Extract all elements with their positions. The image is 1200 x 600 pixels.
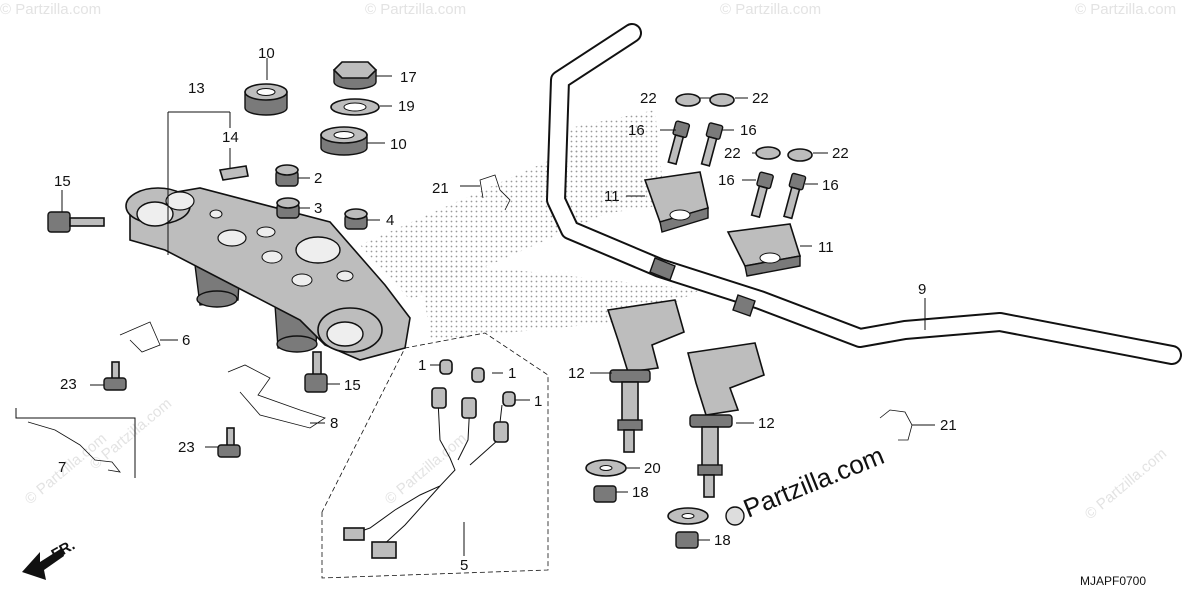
cable-clamp-upper xyxy=(479,174,511,211)
callout-21: 21 xyxy=(940,417,957,434)
washer-nut-group xyxy=(585,459,745,549)
callout-16: 16 xyxy=(740,122,757,139)
watermark: © Partzilla.com xyxy=(1075,1,1176,18)
site-stamp: Partzilla.com xyxy=(739,440,888,524)
bolt-lower xyxy=(304,351,328,393)
bolt-23-group xyxy=(103,361,241,458)
callout-9: 9 xyxy=(918,281,926,298)
leader-lines xyxy=(15,58,935,556)
diagram-code: MJAPF0700 xyxy=(1080,574,1146,588)
upper-nut-stack xyxy=(244,61,380,156)
bolt-left xyxy=(47,211,105,233)
cable-clamp-lower xyxy=(879,409,913,441)
callout-7: 7 xyxy=(58,459,66,476)
watermark: © Partzilla.com xyxy=(382,430,470,508)
callout-15: 15 xyxy=(344,377,361,394)
callout-2: 2 xyxy=(314,170,322,187)
callout-14: 14 xyxy=(222,129,239,146)
callout-23: 23 xyxy=(60,376,77,393)
watermark: © Partzilla.com xyxy=(1082,445,1170,523)
top-bridge xyxy=(125,187,411,361)
callout-21: 21 xyxy=(432,180,449,197)
callout-11: 11 xyxy=(818,239,834,256)
callout-1: 1 xyxy=(508,365,516,382)
callout-22: 22 xyxy=(832,145,849,162)
small-grommets xyxy=(218,164,368,230)
callout-22: 22 xyxy=(640,90,657,107)
callout-12: 12 xyxy=(758,415,775,432)
callout-16: 16 xyxy=(628,122,645,139)
watermark: © Partzilla.com xyxy=(365,1,466,18)
callout-1: 1 xyxy=(534,393,542,410)
watermark: © Partzilla.com xyxy=(720,1,821,18)
callout-labels: 10 17 19 10 13 14 2 3 4 15 15 6 8 23 23 … xyxy=(54,45,957,574)
callout-1: 1 xyxy=(418,357,426,374)
upper-holder-11b xyxy=(726,223,802,277)
riser-right xyxy=(686,342,765,498)
watermark-group: © Partzilla.com © Partzilla.com © Partzi… xyxy=(0,1,1176,523)
bolts-16 xyxy=(667,120,807,220)
riser-left xyxy=(606,299,685,453)
callout-22: 22 xyxy=(724,145,741,162)
callout-10: 10 xyxy=(258,45,275,62)
upper-holder-11a xyxy=(643,171,709,233)
callout-10: 10 xyxy=(390,136,407,153)
callout-4: 4 xyxy=(386,212,394,229)
callout-6: 6 xyxy=(182,332,190,349)
callout-20: 20 xyxy=(644,460,661,477)
wire-clips xyxy=(27,321,326,473)
callout-11: 11 xyxy=(604,188,620,205)
callout-22: 22 xyxy=(752,90,769,107)
callout-17: 17 xyxy=(400,69,417,86)
callout-19: 19 xyxy=(398,98,415,115)
callout-13: 13 xyxy=(188,80,205,97)
callout-12: 12 xyxy=(568,365,585,382)
callout-5: 5 xyxy=(460,557,468,574)
caps-22 xyxy=(675,93,813,162)
harness-box xyxy=(321,332,549,579)
callout-8: 8 xyxy=(330,415,338,432)
callout-18: 18 xyxy=(714,532,731,549)
watermark: © Partzilla.com xyxy=(0,1,101,18)
front-arrow: FR. xyxy=(22,537,78,580)
callout-16: 16 xyxy=(822,177,839,194)
callout-3: 3 xyxy=(314,200,322,217)
handlebar xyxy=(546,23,1182,365)
callout-18: 18 xyxy=(632,484,649,501)
callout-16: 16 xyxy=(718,172,735,189)
callout-23: 23 xyxy=(178,439,195,456)
callout-15: 15 xyxy=(54,173,71,190)
